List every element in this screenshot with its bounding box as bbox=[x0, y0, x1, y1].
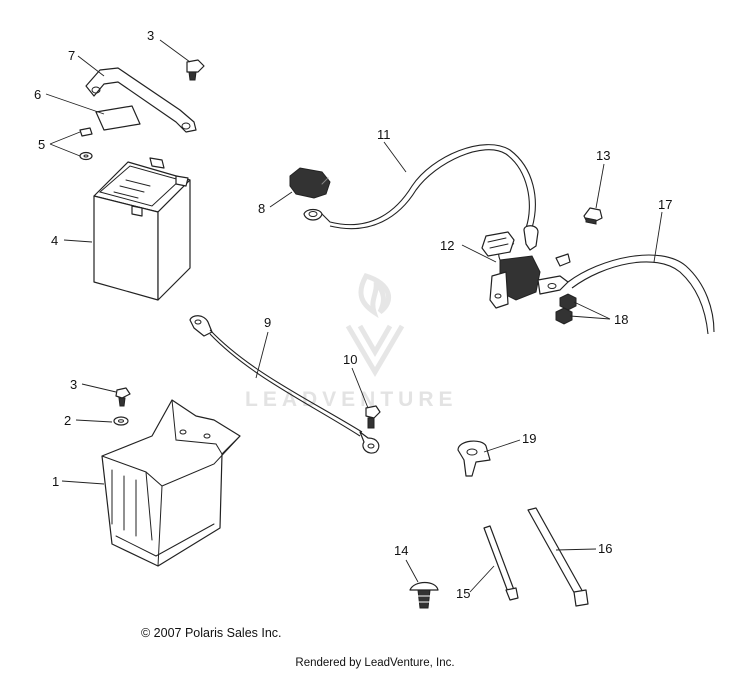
watermark-text: LEADVENTURE bbox=[245, 388, 458, 411]
callout-3-lower: 3 bbox=[70, 377, 77, 392]
part-10-bolt bbox=[365, 405, 381, 429]
leadventure-watermark: LEADVENTURE bbox=[245, 273, 458, 411]
part-7-bracket bbox=[85, 67, 197, 133]
part-5-bolt-washer bbox=[79, 127, 93, 161]
part-14-push-rivet bbox=[409, 581, 439, 609]
part-18-nuts bbox=[555, 293, 577, 325]
callout-3-upper: 3 bbox=[147, 28, 154, 43]
callout-8: 8 bbox=[258, 201, 265, 216]
callout-16: 16 bbox=[598, 541, 612, 556]
part-11-cable bbox=[303, 144, 539, 251]
part-6-label bbox=[95, 105, 141, 131]
callout-10: 10 bbox=[343, 352, 357, 367]
callout-4: 4 bbox=[51, 233, 58, 248]
copyright-text: © 2007 Polaris Sales Inc. bbox=[141, 626, 282, 640]
callout-18: 18 bbox=[614, 312, 628, 327]
part-9-ground-cable bbox=[189, 315, 380, 454]
part-19-clip bbox=[457, 440, 491, 477]
callout-1: 1 bbox=[52, 474, 59, 489]
leader-lines bbox=[45, 39, 663, 593]
callout-7: 7 bbox=[68, 48, 75, 63]
part-16-cable-tie bbox=[527, 507, 589, 607]
part-2-washer bbox=[113, 416, 129, 426]
callout-numbers: 1 2 3 3 4 5 6 7 8 9 10 11 12 13 14 15 16… bbox=[34, 28, 672, 601]
part-3-bolt-top bbox=[186, 59, 205, 81]
callout-13: 13 bbox=[596, 148, 610, 163]
part-1-battery-box bbox=[101, 399, 241, 567]
callout-2: 2 bbox=[64, 413, 71, 428]
callout-12: 12 bbox=[440, 238, 454, 253]
callout-9: 9 bbox=[264, 315, 271, 330]
callout-17: 17 bbox=[658, 197, 672, 212]
part-4-battery bbox=[93, 157, 191, 301]
callout-6: 6 bbox=[34, 87, 41, 102]
callout-15: 15 bbox=[456, 586, 470, 601]
part-12-solenoid bbox=[481, 231, 571, 309]
part-15-cable-tie bbox=[483, 525, 519, 601]
rendered-by-text: Rendered by LeadVenture, Inc. bbox=[295, 657, 455, 669]
callout-14: 14 bbox=[394, 543, 408, 558]
part-8-terminal-cover bbox=[289, 167, 331, 199]
part-17-cable bbox=[567, 254, 715, 335]
callout-19: 19 bbox=[522, 431, 536, 446]
part-13-bolt bbox=[583, 207, 603, 225]
part-3-bolt-lower bbox=[115, 387, 131, 407]
callout-5: 5 bbox=[38, 137, 45, 152]
callout-11: 11 bbox=[377, 127, 391, 142]
